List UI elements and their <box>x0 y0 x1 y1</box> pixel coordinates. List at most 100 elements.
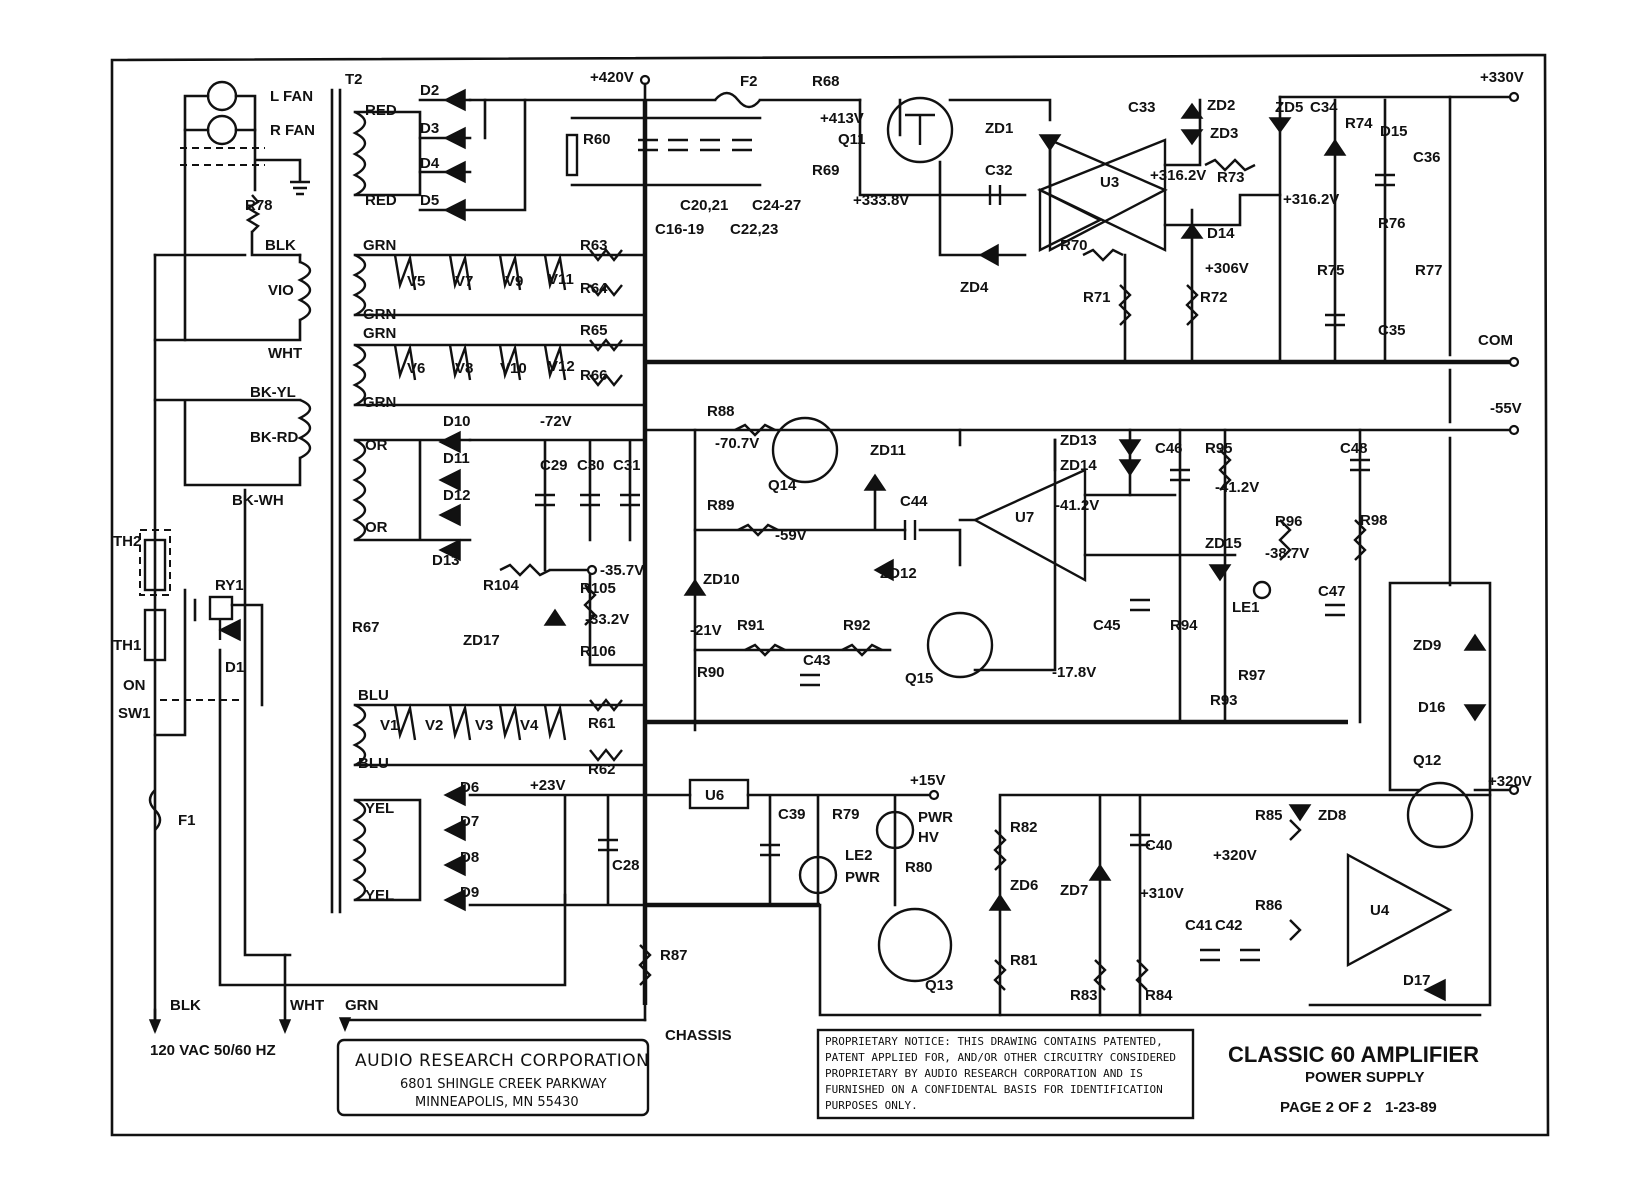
wire <box>1123 208 1194 364</box>
r66-label: R66 <box>580 367 608 384</box>
red-label-1: RED <box>365 102 397 119</box>
wht-arrow-icon <box>278 1019 292 1034</box>
r65-label: R65 <box>580 322 608 339</box>
v21-label: -21V <box>690 622 722 639</box>
c30-label: C30 <box>577 457 605 474</box>
r94-label: R94 <box>1170 617 1198 634</box>
fan-connector <box>180 147 265 166</box>
primary-wires <box>153 253 302 487</box>
page-number: PAGE 2 OF 2 <box>1280 1099 1371 1116</box>
d16-label: D16 <box>1418 699 1446 716</box>
r-fan-icon <box>206 114 238 146</box>
q12-label: Q12 <box>1413 752 1441 769</box>
chassis-label: CHASSIS <box>665 1027 732 1044</box>
q11-symbol <box>905 113 935 145</box>
q14-mosfet <box>771 416 839 484</box>
mains-routing <box>218 488 567 987</box>
zd15-zener-icon <box>1208 564 1232 582</box>
d6-label: D6 <box>460 779 479 796</box>
yel-winding <box>352 798 367 902</box>
or-label-1: OR <box>365 437 388 454</box>
th1-thermistor <box>143 608 167 662</box>
zd17-label: ZD17 <box>463 632 500 649</box>
c41-label: C41 <box>1185 917 1213 934</box>
notice-line-5: PURPOSES ONLY. <box>825 1099 918 1112</box>
r74-label: R74 <box>1345 115 1373 132</box>
r78-resistor <box>245 194 261 233</box>
q11-mosfet <box>886 96 954 164</box>
r91-r92-resistors <box>744 643 883 657</box>
r73-resistor <box>1204 158 1256 172</box>
q11-label: Q11 <box>838 131 866 148</box>
zd2-zd3-icon <box>1180 102 1204 146</box>
c42-label: C42 <box>1215 917 1243 934</box>
m55-terminal <box>1508 424 1520 436</box>
wire <box>353 798 422 902</box>
d6-d9-diode-icons <box>443 783 466 912</box>
v310-label: +310V <box>1140 885 1184 902</box>
blk-primary-label: BLK <box>265 237 296 254</box>
ry1-relay <box>208 595 234 621</box>
c31-label: C31 <box>613 457 641 474</box>
com-terminal <box>1508 356 1520 368</box>
chassis-ground-icon <box>290 180 310 196</box>
p320-terminal <box>1508 784 1520 796</box>
primary-coil-1 <box>297 260 312 322</box>
wire <box>948 98 1052 122</box>
zd14-label: ZD14 <box>1060 457 1097 474</box>
r61-label: R61 <box>588 715 616 732</box>
v178-label: -17.8V <box>1052 664 1096 681</box>
l-fan-label: L FAN <box>270 88 313 105</box>
th1-label: TH1 <box>113 637 141 654</box>
r76-label: R76 <box>1378 215 1406 232</box>
red-label-2: RED <box>365 192 397 209</box>
r81-r86-resistors <box>993 819 1302 991</box>
r88-label: R88 <box>707 403 735 420</box>
grn-winding-1 <box>352 253 367 317</box>
u3-label: U3 <box>1100 174 1119 191</box>
q11-wiring <box>858 98 1027 197</box>
rv1-pot-icon <box>1252 580 1272 600</box>
v12-label: V12 <box>548 358 575 375</box>
pwr-label: PWR <box>845 869 880 886</box>
zd15-label: ZD15 <box>1205 535 1242 552</box>
drawing-subtitle: POWER SUPPLY <box>1305 1069 1424 1086</box>
th2-label: TH2 <box>113 533 141 550</box>
zd12-zener-icon <box>873 558 894 582</box>
v332-label: -33.2V <box>585 611 629 628</box>
r73-label: R73 <box>1217 169 1245 186</box>
c46-c48-c45-caps <box>1130 458 1370 612</box>
filter-rails <box>570 116 762 187</box>
wht-mains-label: WHT <box>290 997 324 1014</box>
v387-label: -38.7V <box>1265 545 1309 562</box>
zd7-label: ZD7 <box>1060 882 1088 899</box>
d7-label: D7 <box>460 813 479 830</box>
r77-label: R77 <box>1415 262 1443 279</box>
r75-label: R75 <box>1317 262 1345 279</box>
c40-label: C40 <box>1145 837 1173 854</box>
blu-label-2: BLU <box>358 755 389 772</box>
d11-label: D11 <box>443 450 470 467</box>
r89-label: R89 <box>707 497 735 514</box>
m72-label: -72V <box>540 413 572 430</box>
bk-wh-label: BK-WH <box>232 492 284 509</box>
grn-label-3: GRN <box>363 325 396 342</box>
yel-label-2: YEL <box>365 887 394 904</box>
p320-label: +320V <box>1488 773 1532 790</box>
r82-label: R82 <box>1010 819 1038 836</box>
d5-label: D5 <box>420 192 439 209</box>
c40-c41-c42-caps <box>1130 833 1260 962</box>
r78-label: R78 <box>245 197 273 214</box>
c36-c35-caps <box>1325 173 1395 327</box>
zd11-zener-icon <box>863 473 887 491</box>
r105-r106-resistors <box>583 584 597 626</box>
r68-label: R68 <box>812 73 840 90</box>
r84-label: R84 <box>1145 987 1173 1004</box>
p23-label: +23V <box>530 777 565 794</box>
r62-label: R62 <box>588 761 616 778</box>
r87-resistor <box>638 944 652 986</box>
r85-label: R85 <box>1255 807 1283 824</box>
v306-label: +306V <box>1205 260 1249 277</box>
v5-label: V5 <box>407 273 425 290</box>
